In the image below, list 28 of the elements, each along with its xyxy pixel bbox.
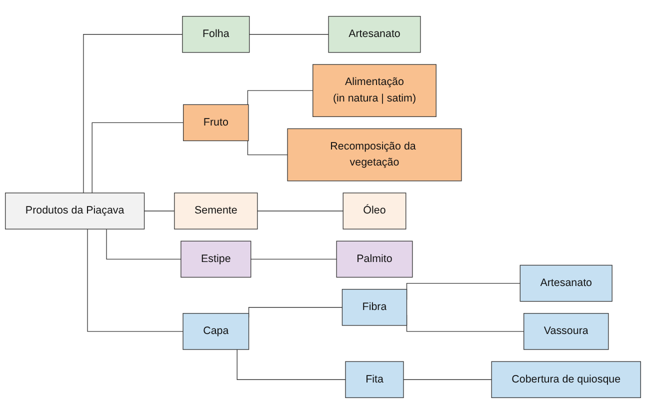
- node-box: Produtos da Piaçava: [5, 192, 145, 230]
- node-box: Fita: [345, 361, 404, 398]
- connector: [403, 379, 492, 380]
- node-box: Fruto: [183, 104, 249, 142]
- connector: [250, 258, 337, 260]
- node-box: Cobertura de quiosque: [491, 361, 641, 398]
- node-box: Óleo: [342, 192, 406, 230]
- node-box: Fibra: [342, 288, 408, 326]
- node-box: Folha: [182, 16, 250, 53]
- node-box: Artesanato: [328, 16, 421, 53]
- connector: [87, 228, 184, 332]
- connector: [257, 210, 344, 212]
- connector: [236, 349, 346, 380]
- node-box: Artesanato: [520, 264, 612, 302]
- node-box: Vassoura: [524, 313, 609, 350]
- node-box: Capa: [182, 313, 250, 350]
- connector: [249, 34, 329, 35]
- node-box: Palmito: [336, 240, 413, 278]
- connector: [106, 228, 182, 260]
- node-box: Semente: [174, 192, 258, 230]
- connector: [83, 34, 183, 194]
- node-box: Estipe: [180, 240, 252, 278]
- connector: [247, 90, 314, 105]
- connector: [247, 140, 288, 156]
- connector: [144, 210, 175, 212]
- node-box: Alimentação (in natura | satim): [312, 64, 436, 117]
- node-box: Recomposição da vegetação: [287, 128, 462, 182]
- connector: [92, 122, 184, 194]
